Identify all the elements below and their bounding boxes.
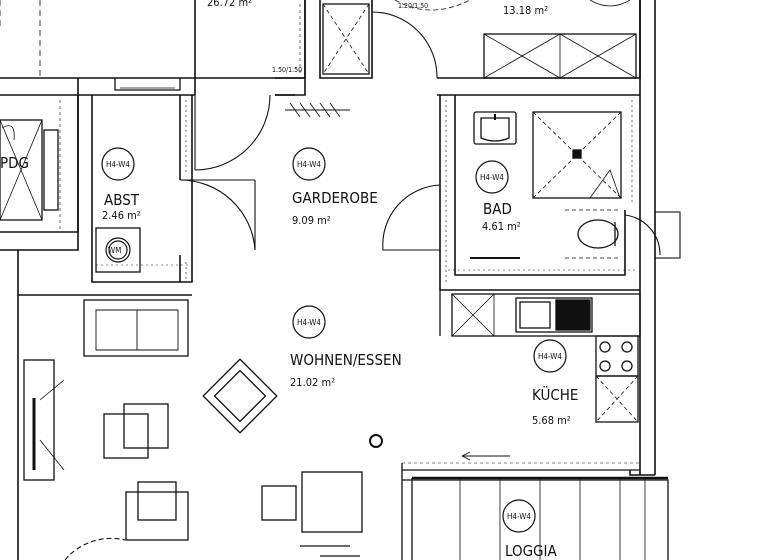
loggia-name: LOGGIA bbox=[505, 542, 557, 560]
garderobe-tag: H4-W4 bbox=[297, 160, 321, 169]
kitchen bbox=[439, 290, 641, 423]
washing-machine-symbol: WM bbox=[108, 246, 121, 255]
loggia-tag: H4-W4 bbox=[507, 512, 531, 521]
bathroom-fixtures bbox=[470, 111, 622, 259]
bad-name: BAD bbox=[483, 200, 512, 218]
doors bbox=[64, 0, 681, 560]
left-apartment-fragment bbox=[0, 100, 61, 230]
room-tags bbox=[101, 147, 567, 533]
kueche-name: KÜCHE bbox=[532, 385, 578, 404]
left-room-name: PDG bbox=[0, 154, 29, 172]
kueche-tag: H4-W4 bbox=[538, 352, 562, 361]
door-dim-left: 1.50/1.50 bbox=[272, 66, 302, 74]
top-left-room bbox=[0, 0, 181, 91]
coat-rail bbox=[285, 102, 350, 118]
walls bbox=[0, 0, 656, 560]
living-furniture bbox=[23, 299, 383, 557]
top-left-area: 26.72 m² bbox=[207, 0, 252, 9]
garderobe-area: 9.09 m² bbox=[292, 214, 331, 227]
abst-area: 2.46 m² bbox=[102, 209, 141, 222]
wohnen-tag: H4-W4 bbox=[297, 318, 321, 327]
abst-tag: H4-W4 bbox=[106, 160, 130, 169]
garderobe-name: GARDEROBE bbox=[292, 189, 378, 207]
wohnen-name: WOHNEN/ESSEN bbox=[290, 351, 402, 369]
loggia bbox=[401, 451, 669, 560]
door-dim-mid: 1.20/1.50 bbox=[398, 2, 428, 10]
shaft-top bbox=[299, 3, 370, 75]
abst-name: ABST bbox=[104, 191, 140, 209]
wohnen-area: 21.02 m² bbox=[290, 376, 335, 389]
bad-tag: H4-W4 bbox=[480, 173, 504, 182]
top-right-room-cabinets bbox=[394, 0, 637, 79]
abst-storage bbox=[95, 227, 141, 273]
wall-hatching bbox=[96, 100, 635, 285]
top-right-area: 13.18 m² bbox=[503, 4, 548, 17]
bad-area: 4.61 m² bbox=[482, 220, 521, 233]
kueche-area: 5.68 m² bbox=[532, 414, 571, 427]
